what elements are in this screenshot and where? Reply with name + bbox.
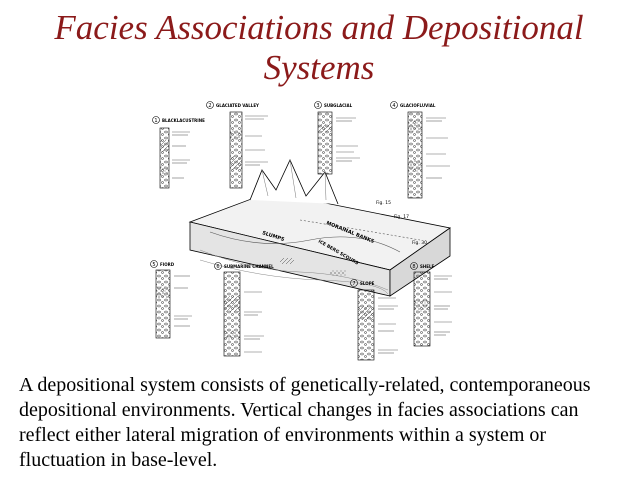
panel-2-num: 2 [208,103,211,109]
panel-2-label: GLACIATED VALLEY [216,103,259,108]
panel-3-num: 3 [316,103,319,109]
fig15-label: Fig. 15 [376,200,391,206]
panel-4-label: GLACIOFLUVIAL [400,103,436,108]
panel-1-num: 1 [154,118,157,124]
block-diagram: SLUMPS MORAINAL BANKS ICE BERG SCOURS Fi… [188,159,451,297]
title-line-2: Systems [263,48,375,87]
panel-5-num: 5 [152,262,155,268]
panel-7-label: SLOPE [360,281,375,286]
panel-4-num: 4 [392,103,395,109]
panel-8-label: SHELF [420,264,435,269]
panel-6-label: SUBMARINE CHANNEL [224,264,274,269]
panel-7-num: 7 [352,281,355,287]
body-paragraph: A depositional system consists of geneti… [19,374,591,471]
panel-4: 4 GLACIOFLUVIAL [390,101,450,199]
panel-6-num: 6 [216,264,219,270]
panel-3-label: SUBGLACIAL [324,103,353,108]
panel-5-label: FIORD [160,262,175,267]
panel-3: 3 SUBGLACIAL [314,101,360,175]
panel-1-label: BLACKLACUSTRINE [162,118,205,123]
glacial-facies-figure: 1 BLACKLACUSTRINE 2 GLACIATED VALLEY 3 S… [150,101,452,361]
fig30-label: Fig. 30 [412,240,427,246]
panel-5: 5 FIORD [150,260,192,339]
panel-8-num: 8 [412,264,415,270]
panel-2: 2 GLACIATED VALLEY [206,101,268,189]
panel-8: 8 SHELF [410,262,452,347]
slide-title: Facies Associations and Depositional Sys… [0,8,638,88]
fig17-label: Fig. 17 [394,214,409,220]
panel-6: 6 SUBMARINE CHANNEL [214,262,274,357]
title-line-1: Facies Associations and Depositional [54,8,584,47]
panel-1: 1 BLACKLACUSTRINE [152,116,205,189]
panel-7: 7 SLOPE [350,279,398,361]
